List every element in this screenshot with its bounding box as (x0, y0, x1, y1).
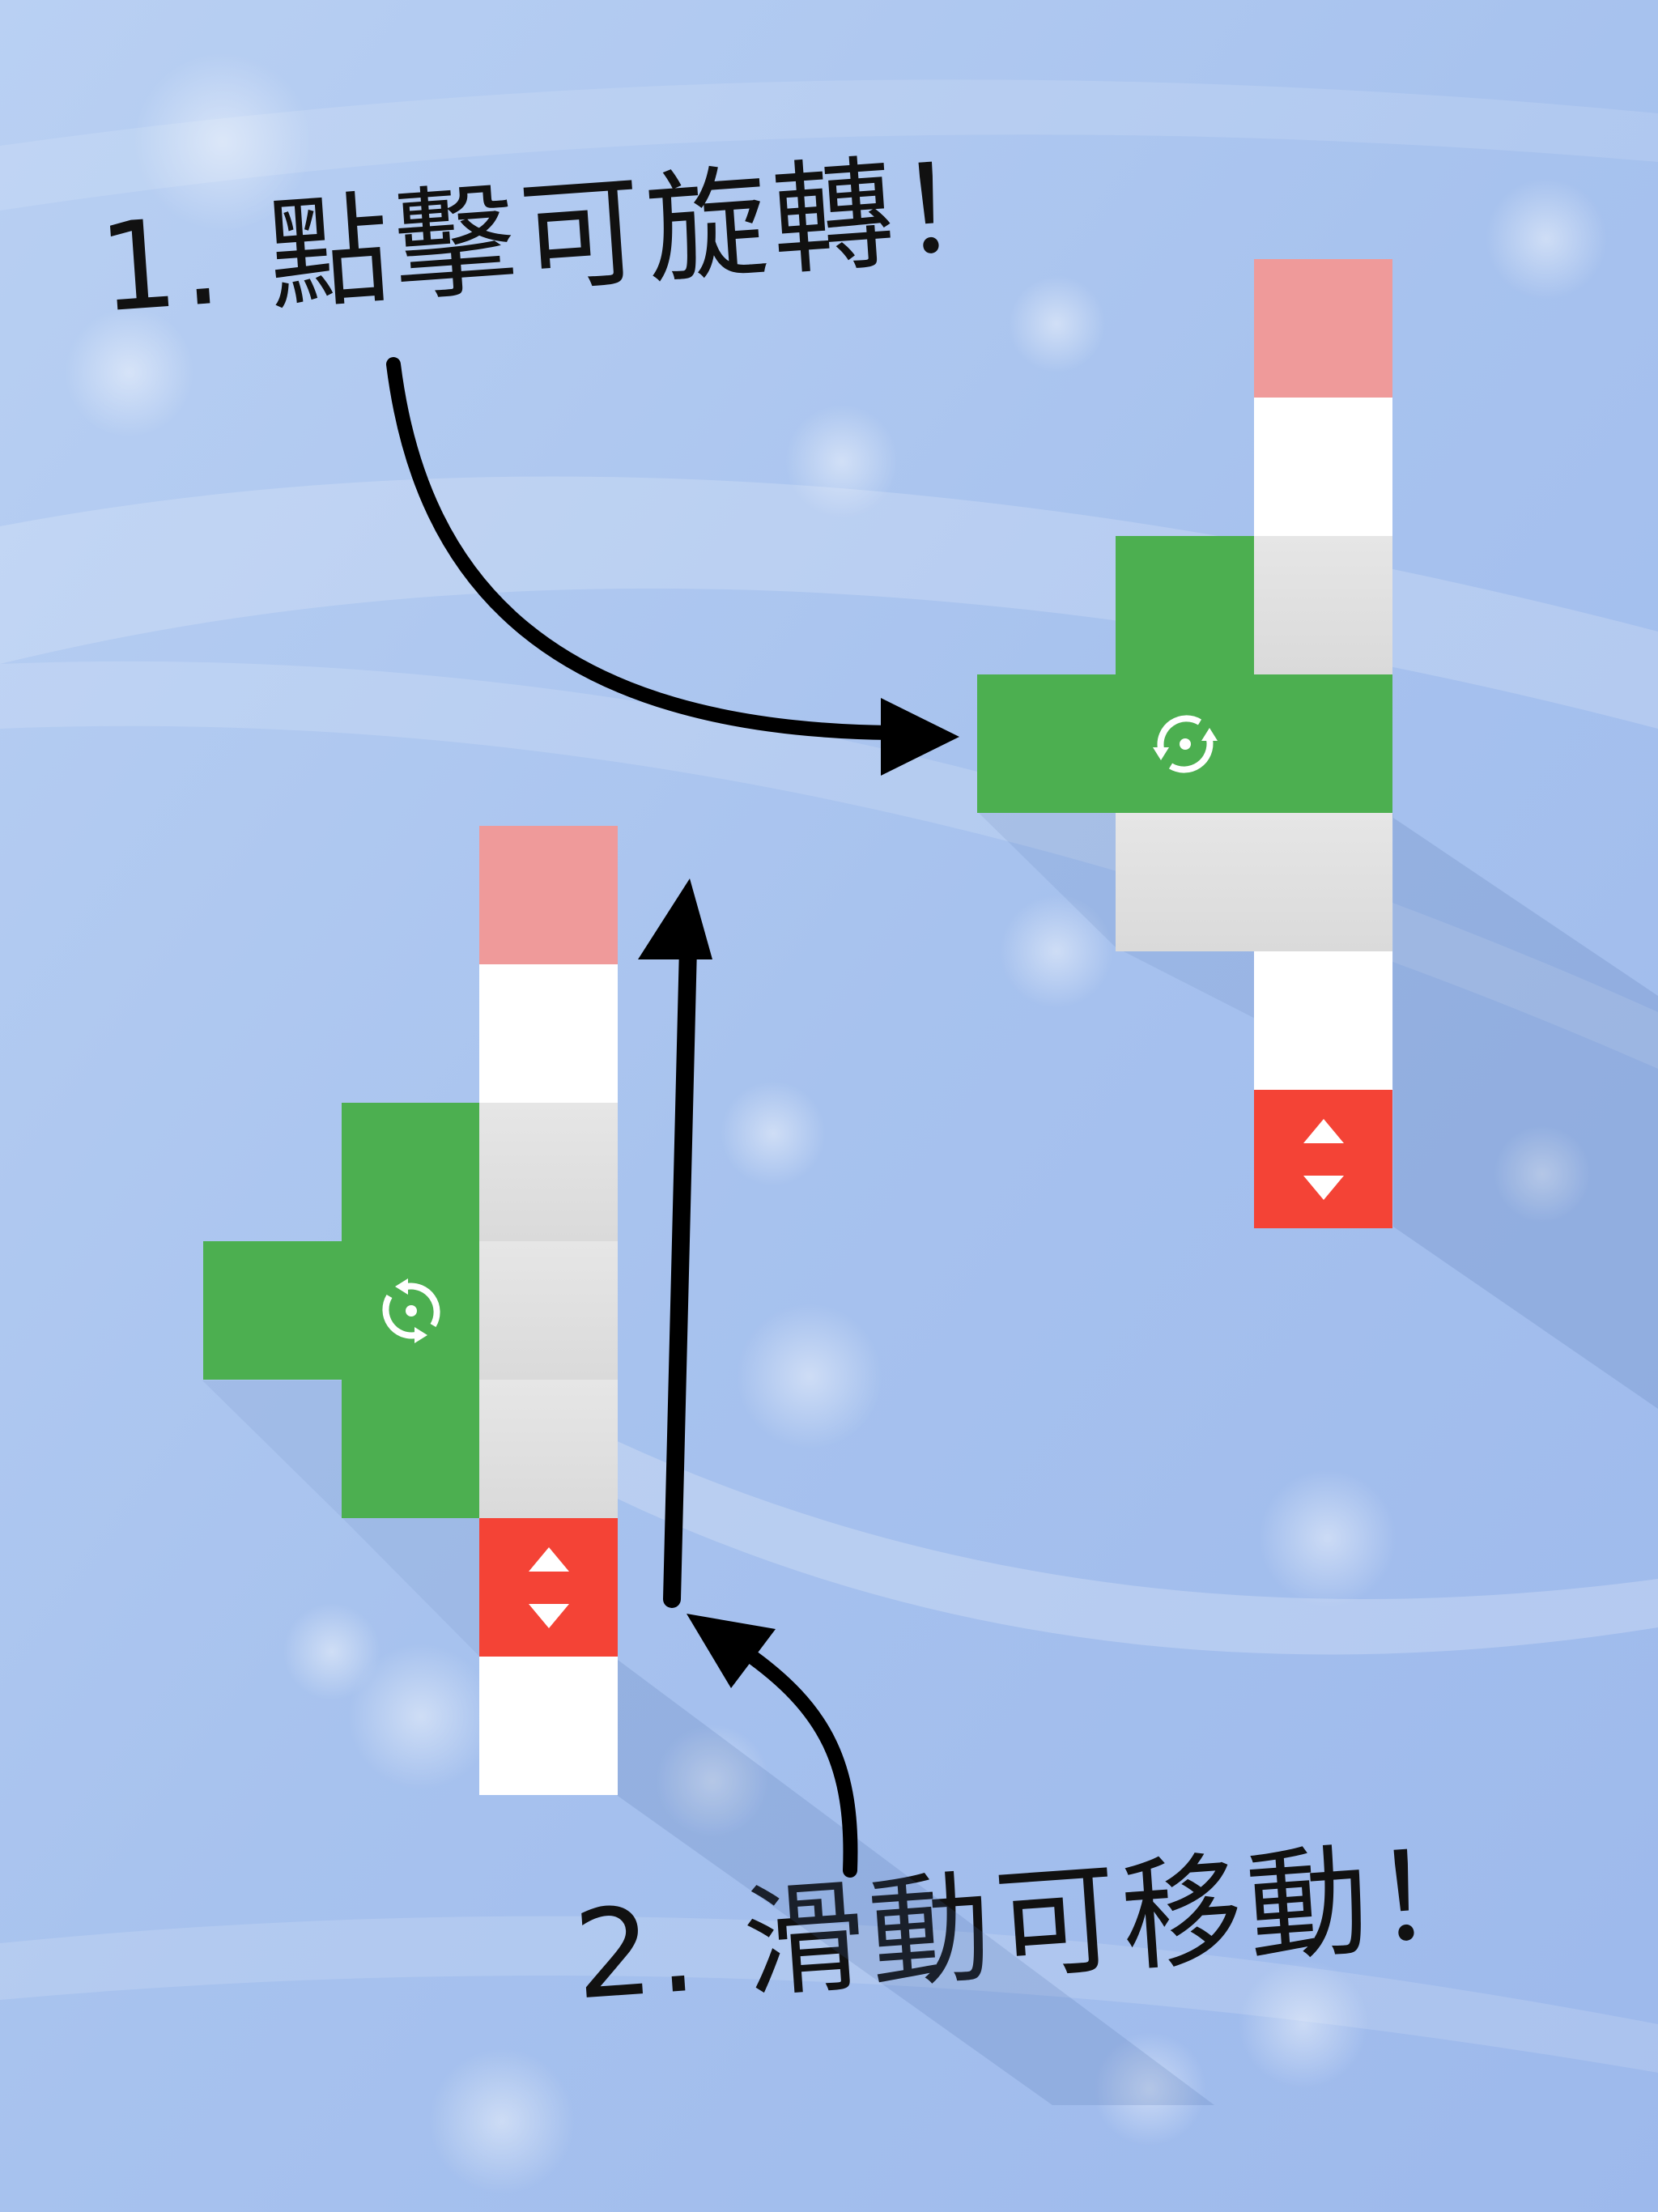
bar-cell-shaded (479, 1241, 618, 1380)
t-block-top (1116, 536, 1254, 674)
t-block-left (977, 674, 1116, 813)
bar-cell-shaded (479, 1103, 618, 1241)
rotate-button[interactable] (342, 1241, 480, 1380)
t-block-right (1254, 674, 1392, 813)
t-block-top (342, 1103, 480, 1241)
bar-cell-shaded (1254, 813, 1392, 951)
t-block-left (203, 1241, 342, 1380)
rotate-button[interactable] (1116, 674, 1254, 813)
rotate-icon (1152, 714, 1218, 773)
bar-cell-white (1254, 398, 1392, 536)
bar-cell-white (479, 964, 618, 1103)
t-block-bottom-ghost (1116, 813, 1254, 951)
bar-cell-shaded (479, 1380, 618, 1518)
move-arrows (1254, 1090, 1392, 1228)
move-handle[interactable] (1254, 1090, 1392, 1228)
bar-cell-shaded (1254, 536, 1392, 674)
bar-cell-pink (1254, 259, 1392, 398)
move-arrows (479, 1518, 618, 1657)
bar-cell-white (479, 1657, 618, 1795)
up-down-arrows-icon (1303, 1118, 1344, 1200)
rotate-icon (381, 1278, 440, 1343)
bar-cell-white (1254, 951, 1392, 1090)
move-handle[interactable] (479, 1518, 618, 1657)
up-down-arrows-icon (528, 1546, 569, 1628)
t-block-bottom (342, 1380, 480, 1518)
bar-cell-pink (479, 826, 618, 964)
